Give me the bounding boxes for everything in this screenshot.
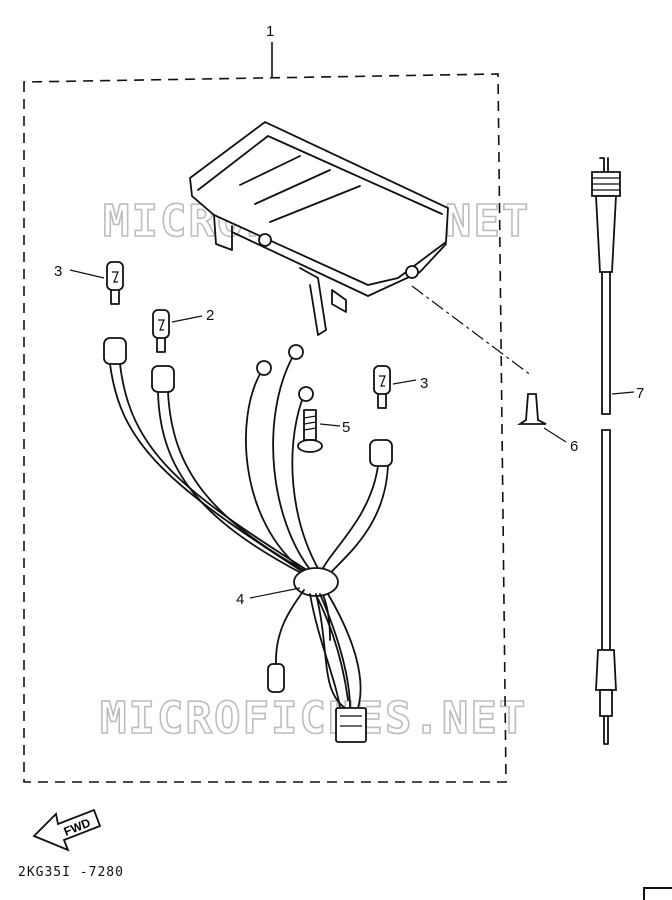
grommet: [517, 393, 547, 425]
callout-4-leader: [249, 587, 301, 599]
fwd-arrow-icon: FWD: [32, 808, 102, 852]
bulb-3-left: [106, 261, 124, 305]
corner-mark: [643, 887, 672, 900]
callout-7-leader: [611, 391, 635, 395]
callout-3-right-leader: [392, 379, 417, 385]
callout-3-right: 3: [420, 375, 428, 392]
wire-harness: [103, 337, 393, 743]
meter-cable: [591, 157, 621, 745]
bulb-2: [152, 309, 170, 353]
callout-7: 7: [636, 385, 644, 402]
callout-1: 1: [266, 23, 274, 40]
callout-3-left: 3: [54, 263, 62, 280]
watermark-bottom: MICROFICHES.NET: [100, 693, 527, 744]
callout-5: 5: [342, 419, 350, 436]
screw: [297, 409, 323, 453]
callout-5-leader: [319, 423, 341, 427]
callout-2-leader: [171, 315, 203, 323]
callout-2: 2: [206, 307, 214, 324]
callout-6: 6: [570, 438, 578, 455]
meter-housing: [189, 120, 449, 336]
assembly-boundary: [23, 73, 507, 783]
bulb-3-right: [373, 365, 391, 409]
grommet-leader: [411, 285, 533, 377]
callout-6-leader: [543, 427, 567, 443]
callout-4: 4: [236, 591, 244, 608]
callout-3-left-leader: [69, 269, 105, 279]
diagram-reference-code: 2KG35I -7280: [18, 865, 124, 880]
